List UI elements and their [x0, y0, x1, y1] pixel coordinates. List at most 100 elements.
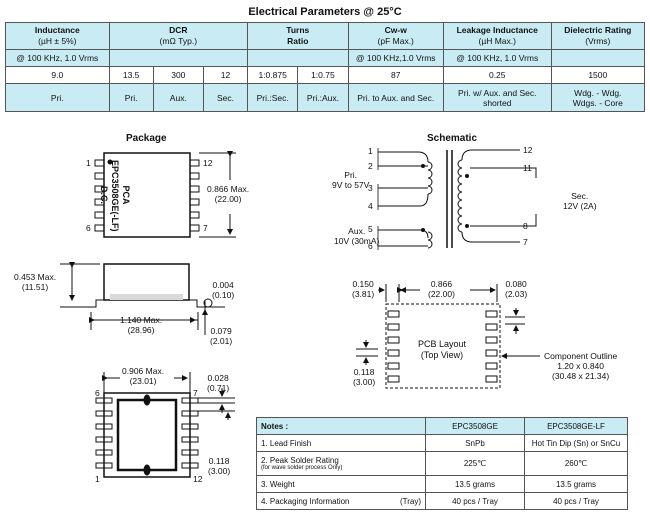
header-leakage: Leakage Inductance(µH Max.): [442, 22, 552, 50]
dim-length: 1.140 Max.(28.96): [120, 315, 162, 335]
note-label: 4. Packaging Information (Tray): [256, 492, 426, 510]
pin-label: 6: [95, 388, 100, 398]
dim-value: 0.866 Max.: [207, 184, 250, 194]
dim-value: 0.906 Max.: [122, 366, 165, 376]
notes-header-row: Notes : EPC3508GE EPC3508GE-LF: [256, 417, 628, 435]
header-unit: (Vrms): [585, 36, 611, 46]
cell: 40 pcs / Tray: [425, 492, 525, 510]
winding-name: Sec.: [571, 191, 589, 201]
dim-value: 0.866: [430, 279, 453, 289]
dim-value: 1.140 Max.: [120, 315, 163, 325]
table-row: 3. Weight 13.5 grams 13.5 grams: [256, 475, 628, 493]
cell: 260℃: [524, 451, 628, 476]
schematic-pin: 8: [523, 221, 528, 231]
notes-header: Notes :: [256, 417, 426, 435]
dim-side-height: 0.453 Max.(11.51): [14, 272, 56, 292]
dim-mm: (3.00): [353, 377, 376, 387]
notes-col-1: EPC3508GE: [425, 417, 525, 435]
dim-mm: (28.96): [127, 325, 155, 335]
schematic-pin: 6: [368, 241, 373, 251]
cell: Hot Tin Dip (Sn) or SnCu: [524, 434, 628, 452]
part-marking-line: EPC3508GE(-LF): [110, 160, 120, 232]
schematic-pin: 4: [368, 201, 373, 211]
cell: Wdg. - Wdg.Wdgs. - Core: [550, 83, 646, 112]
dim-mm: (0.71): [207, 383, 230, 393]
aux-label: Aux.10V (30mA): [334, 226, 379, 246]
table-row: 2. Peak Solder Rating(for wave solder pr…: [256, 451, 628, 476]
dim-mm: (2.01): [210, 336, 233, 346]
dim-mm: (22.00): [214, 194, 242, 204]
note-subtext: (Tray): [399, 496, 421, 506]
winding-voltage: 12V (2A): [563, 201, 597, 211]
table-row: 1. Lead Finish SnPb Hot Tin Dip (Sn) or …: [256, 434, 628, 452]
part-marking-line: PCA: [121, 185, 131, 205]
dim-value: 0.079: [210, 326, 232, 336]
cell: Pri. to Aux. and Sec.: [347, 83, 444, 112]
package-right-pins: [189, 159, 200, 232]
dim-value: 0.118: [208, 456, 230, 466]
notes-table: Notes : EPC3508GE EPC3508GE-LF 1. Lead F…: [256, 417, 628, 510]
dim-pad-span: 0.866(22.00): [428, 279, 455, 299]
table-row-windings: Pri. Pri. Aux. Sec. Pri.:Sec. Pri.:Aux. …: [5, 83, 646, 112]
package-left-pins: [94, 159, 105, 232]
header-name: Cw-w: [384, 25, 407, 35]
note-label: 2. Peak Solder Rating(for wave solder pr…: [256, 451, 426, 476]
part-marking-line: D.C.: [99, 186, 109, 204]
bottom-right-pins: [181, 397, 199, 469]
outline-dim: 1.20 x 0.840: [557, 361, 605, 371]
dim-mm: (3.81): [352, 289, 375, 299]
cell: SnPb: [425, 434, 525, 452]
dim-standoff: 0.079(2.01): [210, 326, 232, 346]
cell: Pri. w/ Aux. and Sec. shorted: [442, 83, 552, 112]
header-name: Leakage Inductance: [456, 25, 538, 35]
dim-mm: (22.00): [428, 289, 455, 299]
dim-value: 0.004: [212, 280, 234, 290]
pcb-right-pads: [485, 310, 498, 383]
dim-mm: (2.03): [505, 289, 528, 299]
package-side-view: [60, 262, 225, 335]
winding-voltage: 9V to 57V: [332, 180, 370, 190]
dim-value: 0.150: [352, 279, 374, 289]
schematic-pin: 7: [523, 237, 528, 247]
dim-pad-pitch: 0.118(3.00): [353, 367, 375, 387]
dielectric-line-1: Wdg. - Wdg.: [574, 87, 622, 98]
dim-value: 0.118: [353, 367, 375, 377]
table-row-conditions: @ 100 KHz, 1.0 Vrms @ 100 KHz,1.0 Vrms @…: [5, 49, 646, 67]
note-label: 3. Weight: [256, 475, 426, 493]
bottom-left-pins: [95, 397, 113, 469]
table-row: 4. Packaging Information (Tray) 40 pcs / …: [256, 492, 628, 510]
schematic-pin: 12: [523, 145, 533, 155]
pcb-left-pads: [387, 310, 400, 383]
package-title: Package: [126, 133, 167, 144]
dim-lead-thickness: 0.004(0.10): [212, 280, 234, 300]
package-top-view: [94, 151, 236, 238]
dim-value: 0.080: [505, 279, 527, 289]
cell: @ 100 KHz, 1.0 Vrms: [442, 49, 552, 67]
cell: 40 pcs / Tray: [524, 492, 628, 510]
pin-label: 1: [86, 158, 91, 168]
dim-value: 0.028: [207, 373, 229, 383]
header-unit: Ratio: [287, 36, 309, 46]
pcb-view: (Top View): [420, 350, 464, 360]
pcb-title: PCB Layout: [418, 339, 467, 349]
header-unit: (mΩ Typ.): [159, 36, 198, 46]
note-label: 1. Lead Finish: [256, 434, 426, 452]
cell: @ 100 KHz,1.0 Vrms: [347, 49, 444, 67]
pin-label: 6: [86, 223, 91, 233]
dim-mm: (11.51): [21, 282, 49, 292]
note-text: 4. Packaging Information: [261, 496, 350, 506]
schematic-pin: 1: [368, 146, 373, 156]
cell: Aux.: [152, 83, 204, 112]
cell: [247, 49, 349, 67]
cell: Pri.: [108, 83, 154, 112]
cell: [550, 49, 646, 67]
cell: Sec.: [202, 83, 249, 112]
dim-mm: (0.10): [212, 290, 235, 300]
note-subtext: (for wave solder process Only): [261, 465, 343, 471]
dim-lead-width: 0.028(0.71): [207, 373, 229, 393]
dim-pitch: 0.118(3.00): [208, 456, 230, 476]
header-name: DCR: [169, 25, 188, 35]
